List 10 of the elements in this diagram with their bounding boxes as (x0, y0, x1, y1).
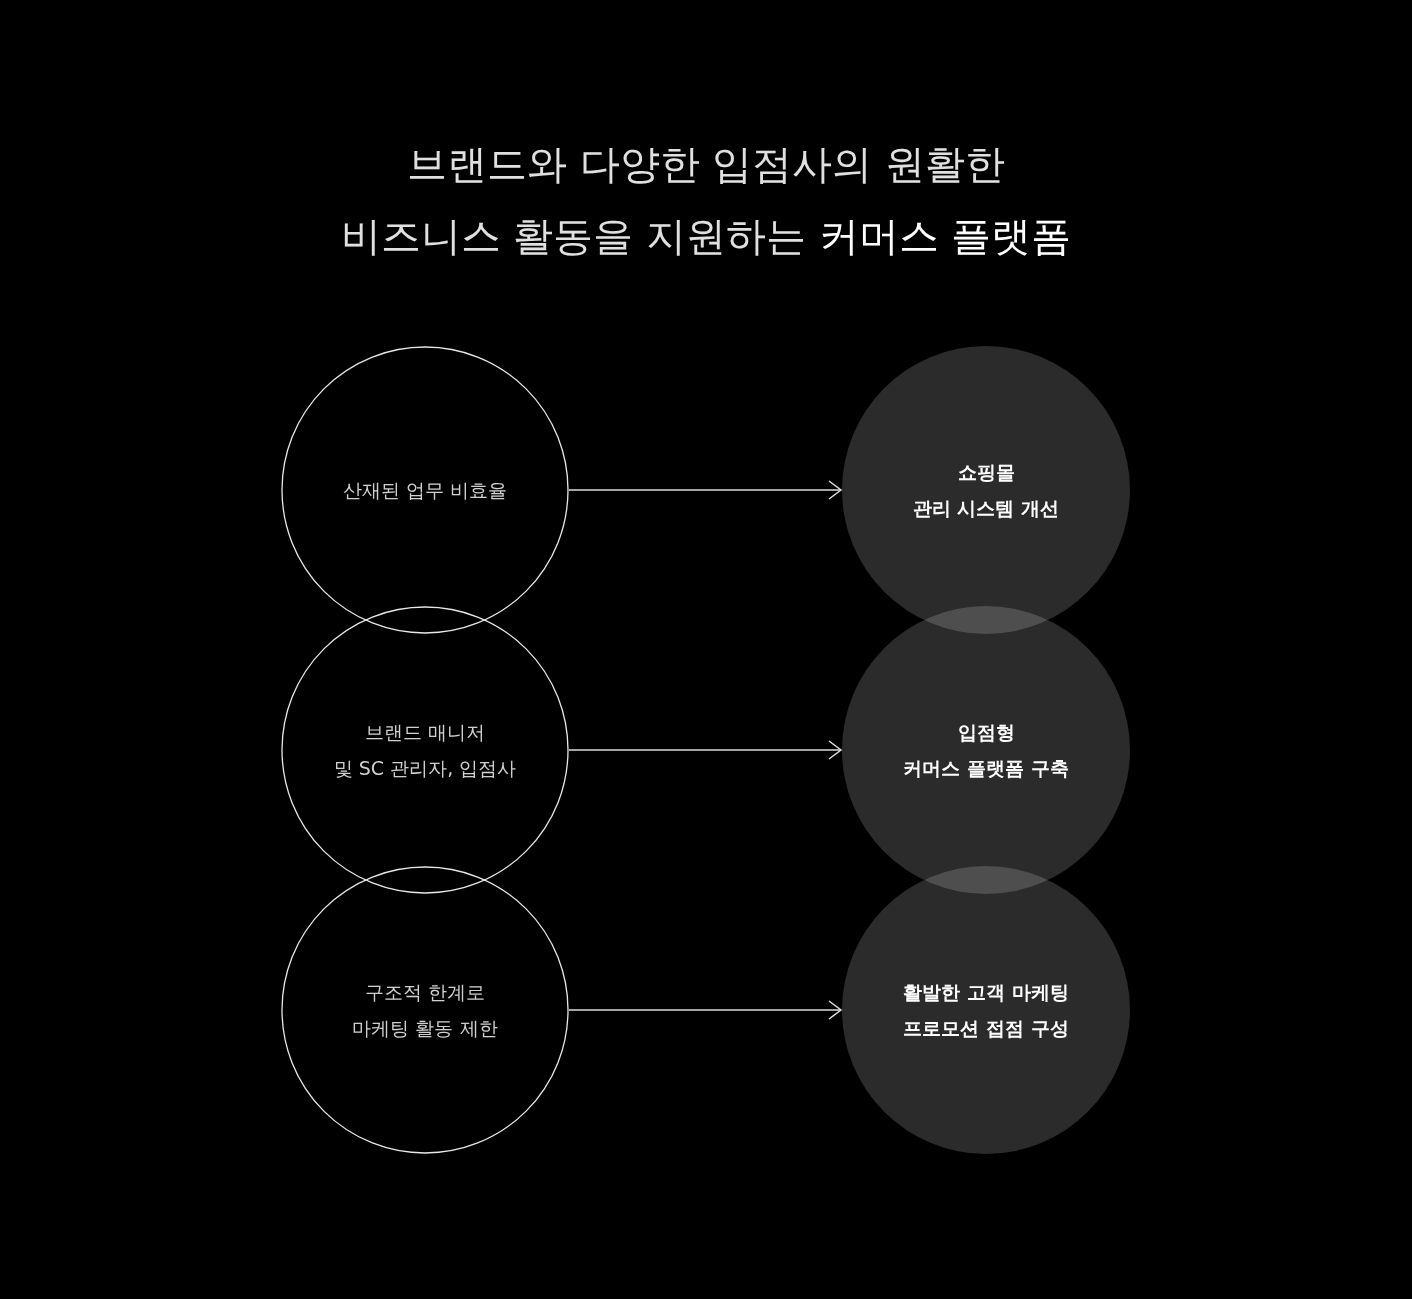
circle-label: 산재된 업무 비효율 (341, 478, 509, 503)
circle-label: 입점형 커머스 플랫폼 구축 (902, 720, 1070, 781)
arrow (568, 740, 842, 760)
title: 브랜드와 다양한 입점사의 원활한 비즈니스 활동을 지원하는 커머스 플랫폼 (339, 140, 1073, 261)
arrow (568, 1000, 842, 1020)
circle-label: 구조적 한계로 마케팅 활동 제한 (351, 980, 499, 1041)
arrow (568, 480, 842, 500)
circle-label: 쇼핑몰 관리 시스템 개선 (911, 460, 1061, 521)
circle-label: 활발한 고객 마케팅 프로모션 접점 구성 (902, 980, 1070, 1041)
circle-label: 브랜드 매니저 및 SC 관리자, 입점사 (332, 720, 518, 781)
